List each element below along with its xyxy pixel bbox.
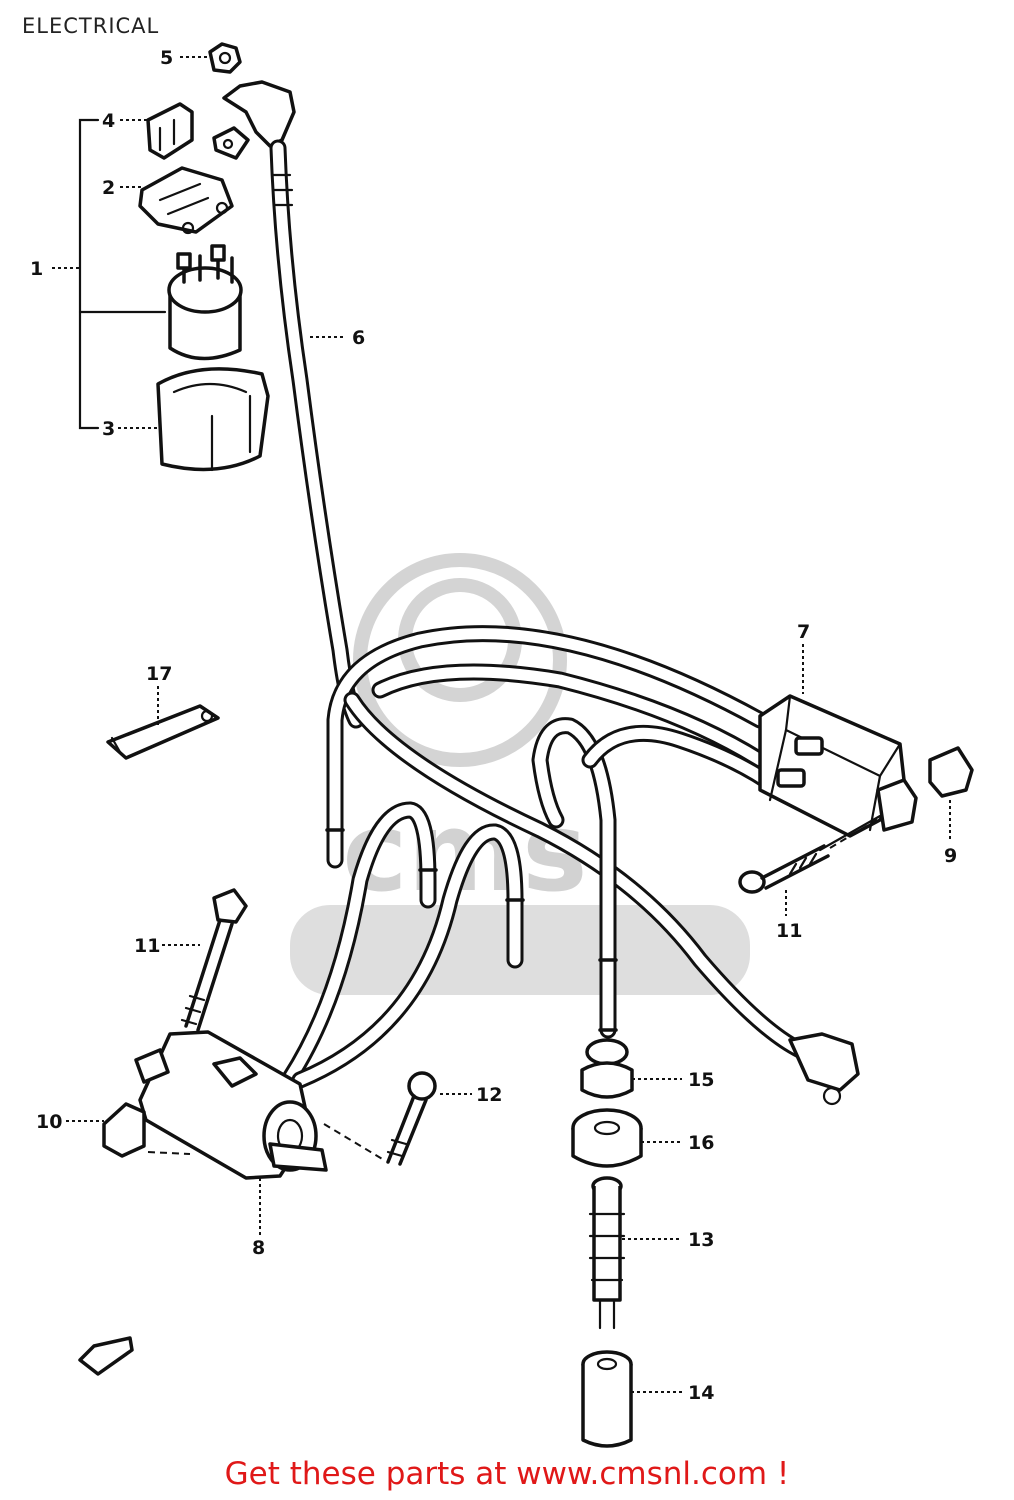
callout-15: 15 <box>688 1069 714 1091</box>
part-11-bolt-left <box>180 888 248 1032</box>
front-arrow-icon <box>78 1336 134 1376</box>
assembly-bracket <box>52 118 167 430</box>
callout-13: 13 <box>688 1229 714 1251</box>
part-11-bolt-right <box>738 844 830 916</box>
callout-9: 9 <box>944 845 957 867</box>
page-title: ELECTRICAL <box>22 14 160 38</box>
callout-7: 7 <box>797 621 810 643</box>
part-7-ignition-coil <box>758 694 918 852</box>
part-8-ignition-coil <box>134 1030 385 1180</box>
callout-1: 1 <box>30 258 43 280</box>
callout-11-right: 11 <box>776 920 802 942</box>
part-15-seal <box>580 1038 634 1099</box>
cable-end-boot <box>788 1032 860 1106</box>
part-13-spark-plug <box>588 1176 626 1330</box>
part-4-fuse <box>146 102 194 160</box>
callout-4: 4 <box>102 110 115 132</box>
callout-12: 12 <box>476 1084 502 1106</box>
part-5-nut <box>208 42 242 74</box>
callout-2: 2 <box>102 177 115 199</box>
part-6-starter-cable <box>212 80 365 729</box>
part-14-plug-cap <box>581 1350 633 1448</box>
part-16-grommet <box>571 1108 643 1168</box>
leader-lines <box>66 56 804 1393</box>
part-2-terminal-cover <box>138 166 234 235</box>
callout-11-left: 11 <box>134 935 160 957</box>
starter-relay <box>167 244 243 361</box>
ignition-leads <box>281 625 809 1089</box>
part-9-cap <box>928 746 974 840</box>
callout-8: 8 <box>252 1237 265 1259</box>
part-12-screw <box>386 1071 437 1166</box>
callout-14: 14 <box>688 1382 714 1404</box>
callout-10: 10 <box>36 1111 62 1133</box>
footer-link[interactable]: Get these parts at www.cmsnl.com ! <box>224 1456 790 1492</box>
callout-3: 3 <box>102 418 115 440</box>
callouts: 5 4 2 1 6 3 7 17 9 11 11 12 10 15 16 13 … <box>30 47 957 1404</box>
callout-6: 6 <box>352 327 365 349</box>
callout-16: 16 <box>688 1132 714 1154</box>
part-17-bracket <box>106 686 220 760</box>
part-10-cap <box>102 1102 146 1158</box>
part-3-rubber-cover <box>156 367 270 472</box>
callout-17: 17 <box>146 663 172 685</box>
callout-5: 5 <box>160 47 173 69</box>
